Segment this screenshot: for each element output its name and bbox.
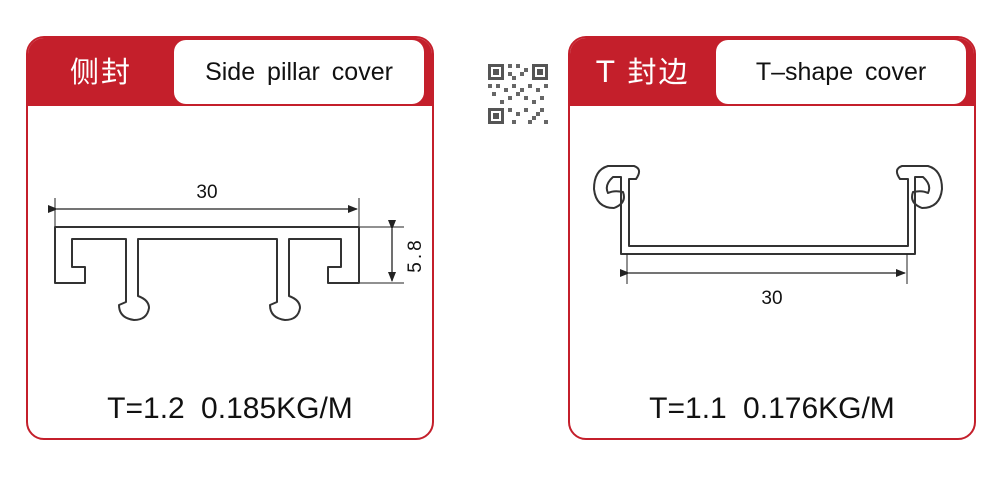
width-label: 30 bbox=[761, 288, 782, 309]
profile-drawing: 30 5.8 bbox=[48, 182, 426, 321]
card-header: 侧封 Side pillar cover bbox=[28, 38, 432, 106]
side-pillar-cover-profile bbox=[54, 226, 360, 321]
english-title-box: T–shape cover bbox=[716, 40, 966, 104]
card-header: T 封边 T–shape cover bbox=[570, 38, 974, 106]
chinese-title: T 封边 bbox=[596, 55, 690, 89]
english-title: T–shape cover bbox=[755, 58, 927, 86]
qr-code-icon bbox=[486, 62, 550, 126]
english-title: Side pillar cover bbox=[205, 58, 393, 86]
product-card-side-pillar-cover: 侧封 Side pillar cover 30 5.8 T=1.2 0.185K… bbox=[26, 36, 434, 440]
height-label: 5.8 bbox=[405, 237, 426, 272]
profile-drawing: 30 bbox=[593, 165, 943, 309]
width-label: 30 bbox=[196, 182, 217, 203]
chinese-title: 侧封 bbox=[69, 55, 132, 89]
thickness-weight-spec: T=1.2 0.185KG/M bbox=[107, 392, 353, 425]
thickness-weight-spec: T=1.1 0.176KG/M bbox=[649, 392, 895, 425]
product-card-t-shape-cover: T 封边 T–shape cover 30 T=1.1 0.176KG/M bbox=[568, 36, 976, 440]
t-shape-cover-profile bbox=[593, 165, 943, 255]
english-title-box: Side pillar cover bbox=[174, 40, 424, 104]
